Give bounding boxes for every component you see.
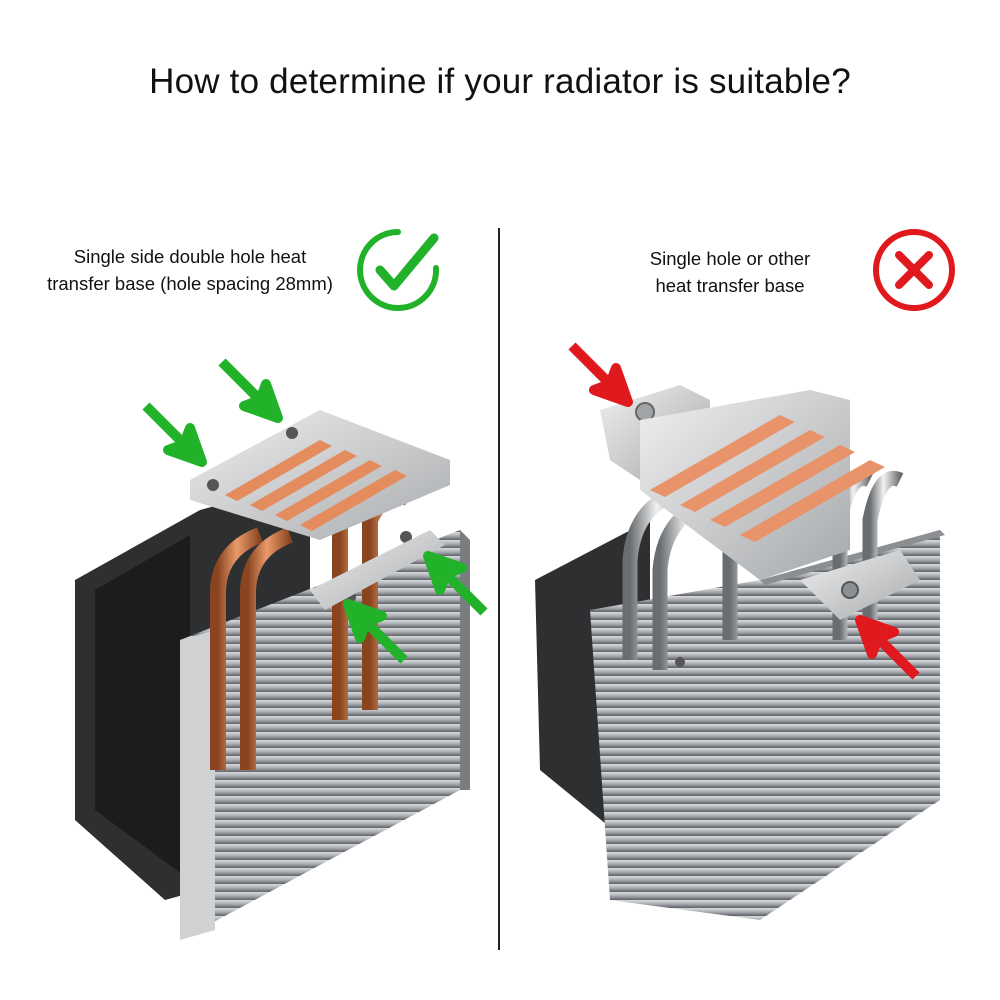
- green-arrow-icon: [218, 358, 283, 423]
- left-caption-line-2: transfer base (hole spacing 28mm): [47, 273, 333, 294]
- red-x-icon: [873, 229, 955, 311]
- right-caption-line-1: Single hole or other: [649, 248, 811, 269]
- left-caption-line-1: Single side double hole heat: [73, 246, 307, 267]
- red-arrow-icon: [568, 342, 633, 407]
- center-divider: [498, 228, 500, 950]
- right-caption-line-2: heat transfer base: [655, 275, 805, 296]
- red-arrow-icon: [855, 615, 920, 680]
- green-arrow-icon: [343, 599, 408, 664]
- right-caption: Single hole or other heat transfer base: [610, 245, 850, 299]
- left-cooler-image: [75, 410, 470, 940]
- left-caption: Single side double hole heat transfer ba…: [20, 243, 360, 297]
- page-title: How to determine if your radiator is sui…: [149, 62, 851, 101]
- green-check-icon: [357, 229, 440, 311]
- green-arrow-icon: [423, 551, 488, 616]
- green-arrow-icon: [142, 402, 207, 467]
